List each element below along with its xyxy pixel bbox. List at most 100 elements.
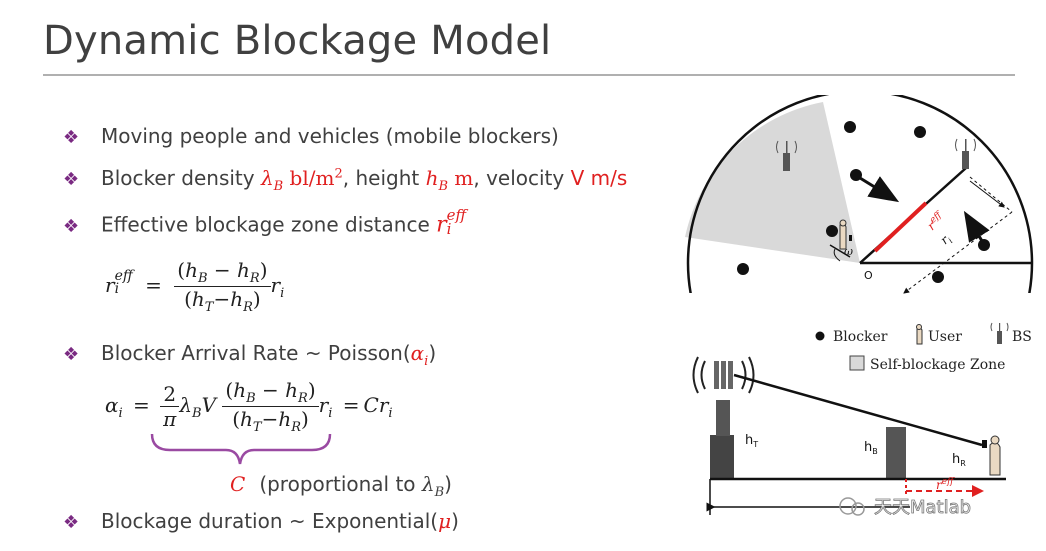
bullet-text: ) <box>428 341 437 365</box>
eq2-alpha: α <box>105 393 119 417</box>
ri-dim-top <box>969 176 1013 213</box>
eq2-num-s1: B <box>246 391 256 406</box>
eq2-den-h2: h <box>278 407 292 431</box>
diamond-bullet-icon: ❖ <box>63 127 80 148</box>
bs-tower-mast <box>716 400 730 436</box>
eq1-lhs-sup: eff <box>114 267 133 284</box>
reff-symbol: r <box>436 212 447 238</box>
omega-arc <box>833 248 841 262</box>
bs-antenna-element <box>714 361 719 389</box>
legend-blocker-dot <box>815 331 825 341</box>
reff-diagram-label: reff <box>924 209 948 233</box>
bs-signal-waves <box>692 356 755 394</box>
equation-alpha: αi = 2 π λBV (hB − hR) (hT−hR) ri =Cri <box>105 378 393 435</box>
bs-antenna-element <box>728 361 733 389</box>
bs-icon <box>776 140 797 171</box>
note-text: (proportional to <box>259 472 422 496</box>
user-icon <box>839 219 852 250</box>
title-rule <box>43 74 1015 76</box>
height-subscript: B <box>438 179 449 194</box>
purple-brace <box>150 433 332 465</box>
bullet-blocker-density: ❖Blocker density λB bl/m2, height hB m, … <box>63 166 627 194</box>
hB-label: hB <box>864 440 878 456</box>
eq2-equals: = <box>133 393 150 417</box>
eq1-lhs-r: r <box>105 273 115 297</box>
eq2-r: r <box>318 393 329 417</box>
eq2-equals-2: = <box>342 393 360 417</box>
proportional-note: C(proportional to λB) <box>230 472 452 500</box>
top-view <box>685 95 1034 293</box>
ri-diagram-label: ri <box>938 231 955 249</box>
user-side-icon <box>982 435 1001 476</box>
eq1-num-h1: h <box>185 258 198 282</box>
hT-label: hT <box>745 433 758 449</box>
blocker-dot <box>737 263 749 275</box>
diamond-bullet-icon: ❖ <box>63 169 80 190</box>
eq2-den-s1: T <box>252 420 262 435</box>
blocker-dot <box>914 126 926 138</box>
blocker-side <box>886 427 906 479</box>
alpha-subscript: i <box>424 354 429 369</box>
eq2-r2: r <box>378 393 389 417</box>
lambda-symbol: λ <box>260 166 274 190</box>
legend-zone-label: Self-blockage Zone <box>870 357 1005 373</box>
eq1-num-s1: B <box>197 271 208 286</box>
watermark-logo-icon <box>839 497 857 515</box>
watermark-logo-icon <box>851 502 865 516</box>
note-close: ) <box>444 472 452 496</box>
bullet-text: Blocker Arrival Rate ~ Poisson( <box>101 341 411 365</box>
note-lambda-sub: B <box>434 485 445 500</box>
omega-ray <box>829 244 851 258</box>
blocker-dots <box>737 121 990 283</box>
bullet-text: , velocity <box>473 166 571 190</box>
side-view: hT hB hR reff <box>692 356 1006 515</box>
eq1-den-h1: h <box>191 287 205 311</box>
eq2-lambda-sub: B <box>192 406 202 421</box>
legend-zone-swatch <box>849 355 865 371</box>
los-line <box>733 373 983 447</box>
bullet-blockage-duration: ❖Blockage duration ~ Exponential(μ) <box>63 509 459 533</box>
eq2-num-h2: h <box>285 378 299 402</box>
bullet-text: Effective blockage zone distance <box>101 212 437 237</box>
bullet-text: ) <box>451 509 459 533</box>
eq2-num-s2: R <box>298 391 308 406</box>
eq2-height-fraction: (hB − hR) (hT−hR) <box>222 378 319 435</box>
density-unit: bl/m <box>283 166 335 190</box>
legend-bs-label: BS <box>1012 329 1032 345</box>
bs-icon <box>955 138 976 169</box>
watermark-text: 天天Matlab <box>874 497 971 518</box>
legend-blocker-label: Blocker <box>833 329 888 345</box>
legend-user-icon <box>916 324 923 345</box>
eq2-lambda: λ <box>179 393 193 417</box>
eq1-num-s2: R <box>249 271 260 286</box>
blocker-motion-arrow <box>859 176 900 203</box>
omega-label: ω <box>844 245 853 258</box>
eq1-lhs-sub: i <box>114 280 120 297</box>
height-symbol: h <box>425 166 439 190</box>
bullet-mobile-blockers: ❖Moving people and vehicles (mobile bloc… <box>63 124 559 148</box>
velocity-text: V m/s <box>570 166 628 190</box>
note-lambda: λ <box>421 472 435 496</box>
height-unit: m <box>448 166 474 190</box>
reff-segment <box>873 201 928 253</box>
eq1-den-h2: h <box>230 287 244 311</box>
eq2-alpha-sub: i <box>118 406 123 421</box>
blocker-dot <box>850 169 862 181</box>
eq1-num-h2: h <box>237 258 250 282</box>
eq2-two: 2 <box>160 382 180 407</box>
eq1-rhs-sub: i <box>280 286 285 301</box>
eq2-den-h1: h <box>240 407 253 431</box>
eq1-fraction: (hB − hR) (hT−hR) <box>174 258 271 315</box>
slide-title: Dynamic Blockage Model <box>43 18 552 64</box>
origin-label: O <box>864 269 873 282</box>
watermark: 天天Matlab <box>839 497 971 518</box>
blocker-motion-arrow <box>963 210 990 243</box>
eq2-two-over-pi: 2 π <box>160 382 180 431</box>
eq2-pi: π <box>163 407 177 431</box>
eq1-rhs-r: r <box>270 273 281 297</box>
diamond-bullet-icon: ❖ <box>63 512 80 533</box>
diamond-bullet-icon: ❖ <box>63 215 80 237</box>
hR-label: hR <box>952 452 966 468</box>
eq1-den-s2: R <box>243 300 253 315</box>
